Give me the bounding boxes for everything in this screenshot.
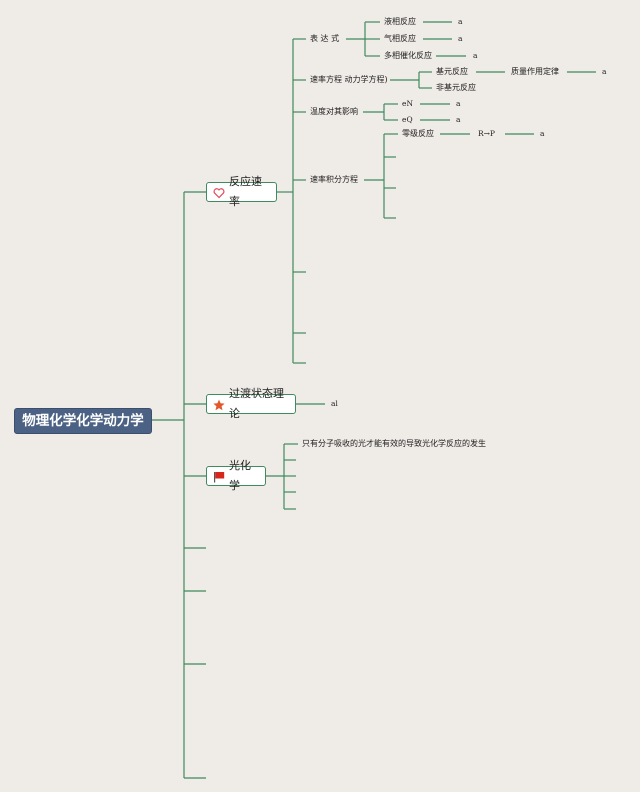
subtopic-eq[interactable]: eQ [402,115,413,124]
leaf-value[interactable]: a [458,34,463,43]
subtopic-liquid-reaction[interactable]: 液相反应 [384,17,416,26]
topic-transition-state[interactable]: 过渡状态理论 [206,387,296,420]
leaf-value[interactable]: a [602,67,607,76]
topic-label: 过渡状态理论 [229,387,284,420]
red-flag-icon [213,470,225,483]
subtopic-gas-reaction[interactable]: 气相反应 [384,34,416,43]
topic-label: 光化学 [229,459,251,492]
subtopic-rate-equation[interactable]: 速率方程 动力学方程) [310,75,388,84]
subtopic-integrated-rate-equation[interactable]: 速率积分方程 [310,175,358,184]
subtopic-expression[interactable]: 表 达 式 [310,34,340,43]
topic-reaction-rate[interactable]: 反应速率 [206,175,277,208]
subtopic-reaction-r-to-p[interactable]: R→P [478,129,495,138]
subtopic-heterogeneous-catalysis[interactable]: 多相催化反应 [384,51,432,60]
leaf-value[interactable]: a [540,129,545,138]
leaf-value[interactable]: a [456,99,461,108]
root-topic[interactable]: 物理化学化学动力学 [14,408,152,434]
leaf-value[interactable]: a [458,17,463,26]
subtopic-photochem-principle[interactable]: 只有分子吸收的光才能有效的导致光化学反应的发生 [302,439,486,448]
subtopic-elementary-reaction[interactable]: 基元反应 [436,67,468,76]
subtopic-note[interactable]: al [331,399,338,408]
subtopic-zero-order-reaction[interactable]: 零级反应 [402,129,434,138]
subtopic-mass-action-law[interactable]: 质量作用定律 [511,67,559,76]
leaf-value[interactable]: a [456,115,461,124]
subtopic-en[interactable]: eN [402,99,414,108]
star-icon [213,398,225,411]
subtopic-nonelementary-reaction[interactable]: 非基元反应 [436,83,476,92]
heart-outline-icon [213,186,225,199]
leaf-value[interactable]: a [473,51,478,60]
topic-photochemistry[interactable]: 光化学 [206,459,266,492]
topic-label: 反应速率 [229,175,262,208]
subtopic-temperature-effect[interactable]: 温度对其影响 [310,107,358,116]
